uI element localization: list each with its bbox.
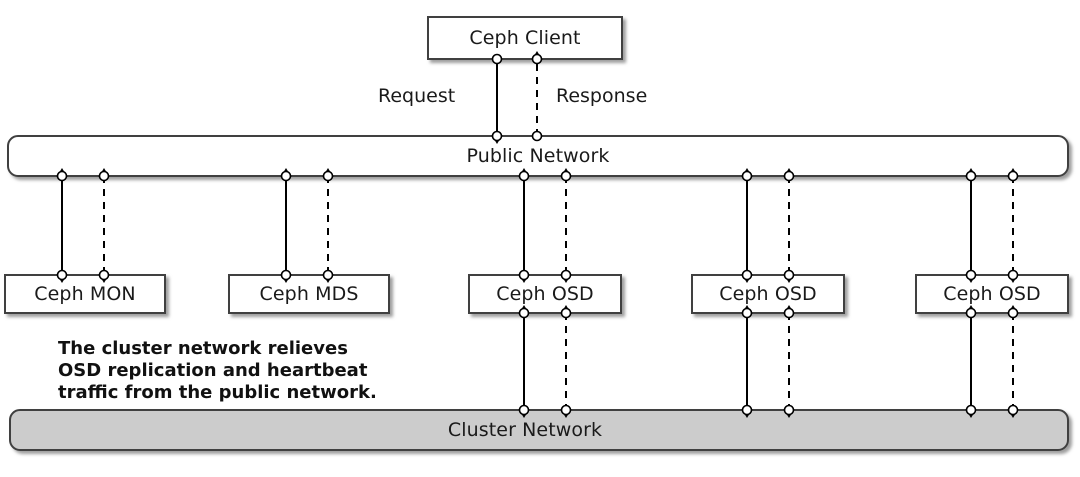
port-mds-1 [280, 269, 292, 281]
port-cluster-osd3-1 [965, 404, 977, 416]
port-osd3-bot-2 [1007, 307, 1019, 319]
node-shape-ceph-osd-2 [691, 274, 845, 314]
port-public-bot-mon-1 [56, 170, 68, 182]
node-shapes [4, 16, 1069, 451]
port-public-bot-mds-2 [322, 170, 334, 182]
port-public-bot-osd3-2 [1007, 170, 1019, 182]
port-mds-2 [322, 269, 334, 281]
port-public-bot-osd3-1 [965, 170, 977, 182]
port-osd2-top-2 [783, 269, 795, 281]
port-cluster-osd3-2 [1007, 404, 1019, 416]
port-cluster-osd1-2 [560, 404, 572, 416]
node-shape-public-network [7, 135, 1069, 177]
port-cluster-osd1-1 [518, 404, 530, 416]
node-shape-ceph-client [427, 16, 623, 60]
node-shape-ceph-osd-3 [915, 274, 1069, 314]
port-osd3-top-2 [1007, 269, 1019, 281]
port-osd2-bot-1 [741, 307, 753, 319]
port-public-bot-mon-2 [98, 170, 110, 182]
port-osd3-top-1 [965, 269, 977, 281]
port-public-top-1 [491, 130, 503, 142]
node-shape-ceph-mon [4, 274, 166, 314]
node-shape-ceph-mds [228, 274, 390, 314]
port-osd1-top-2 [560, 269, 572, 281]
connection-ports [56, 53, 1019, 416]
port-osd1-top-1 [518, 269, 530, 281]
port-public-bot-osd1-2 [560, 170, 572, 182]
port-osd2-bot-2 [783, 307, 795, 319]
port-client-1 [491, 53, 503, 65]
port-public-bot-mds-1 [280, 170, 292, 182]
port-public-bot-osd2-2 [783, 170, 795, 182]
port-mon-2 [98, 269, 110, 281]
port-cluster-osd2-1 [741, 404, 753, 416]
port-mon-1 [56, 269, 68, 281]
port-osd1-bot-1 [518, 307, 530, 319]
connector-lines [56, 51, 1019, 418]
port-public-bot-osd1-1 [518, 170, 530, 182]
node-shape-cluster-network [9, 409, 1069, 451]
port-osd1-bot-2 [560, 307, 572, 319]
port-public-bot-osd2-1 [741, 170, 753, 182]
port-public-top-2 [531, 130, 543, 142]
port-osd2-top-1 [741, 269, 753, 281]
port-cluster-osd2-2 [783, 404, 795, 416]
port-client-2 [531, 53, 543, 65]
node-shape-ceph-osd-1 [468, 274, 622, 314]
port-osd3-bot-1 [965, 307, 977, 319]
